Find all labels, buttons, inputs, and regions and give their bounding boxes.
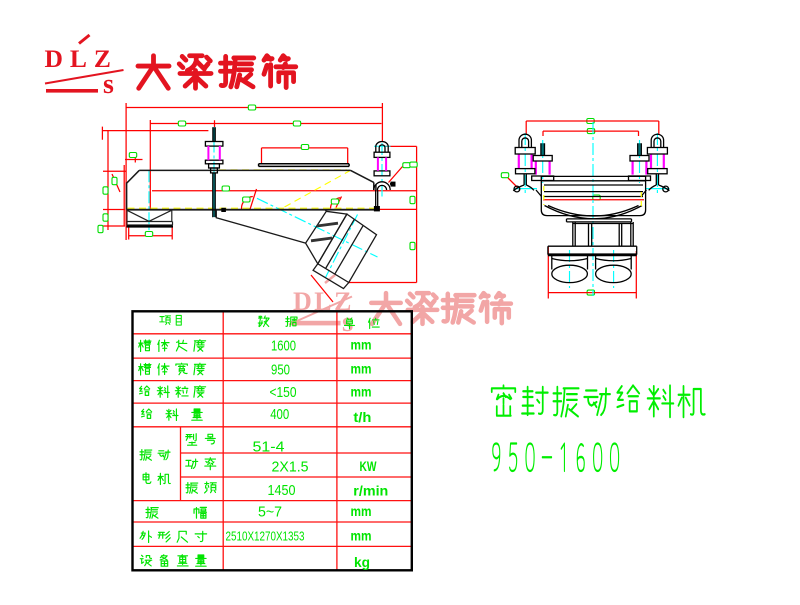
svg-text:5~7: 5~7 <box>258 504 282 521</box>
svg-text:KW: KW <box>360 459 377 474</box>
svg-text:r/min: r/min <box>353 483 388 499</box>
svg-text:s: s <box>103 69 114 100</box>
svg-text:t/h: t/h <box>353 409 371 425</box>
svg-text:mm: mm <box>351 362 372 377</box>
svg-text:400: 400 <box>270 406 289 423</box>
svg-text:950: 950 <box>271 362 290 379</box>
svg-text:1450: 1450 <box>268 482 296 499</box>
svg-text:mm: mm <box>351 338 372 353</box>
svg-text:mm: mm <box>351 504 372 519</box>
svg-text:DLZ: DLZ <box>45 44 118 73</box>
svg-text:2X1.5: 2X1.5 <box>272 459 309 476</box>
svg-text:51-4: 51-4 <box>253 439 285 456</box>
svg-text:kg: kg <box>354 554 370 570</box>
svg-text:mm: mm <box>351 529 372 544</box>
svg-text:1600: 1600 <box>271 338 296 355</box>
svg-text:<150: <150 <box>270 384 297 401</box>
svg-text:mm: mm <box>351 385 372 400</box>
svg-text:2510X1270X1353: 2510X1270X1353 <box>226 530 305 544</box>
